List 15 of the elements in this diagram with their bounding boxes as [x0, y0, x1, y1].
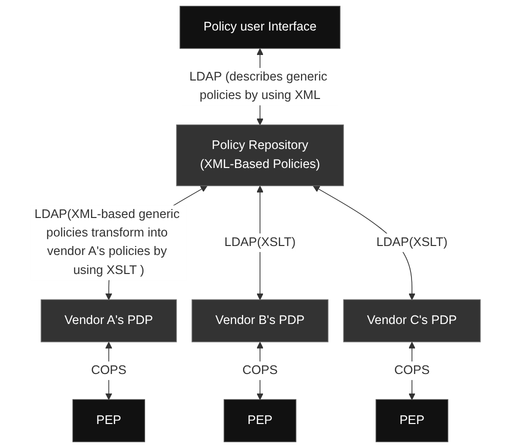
- node-box: Policy Repository (XML-Based Policies): [176, 124, 344, 186]
- edge-label: LDAP (describes generic policies by using XML: [189, 70, 328, 102]
- edge-label: COPS: [91, 364, 126, 377]
- node-box: Vendor C's PDP: [343, 299, 481, 342]
- node-box: Vendor B's PDP: [192, 299, 328, 342]
- edge-label: LDAP(XML-based generic policies transform into vendor A's policies by using XSLT ): [34, 208, 180, 278]
- edge-label: LDAP(XSLT): [224, 236, 296, 249]
- node-box: PEP: [224, 399, 296, 442]
- node-box: Policy user Interface: [180, 6, 340, 49]
- edge-label: LDAP(XSLT): [376, 236, 448, 249]
- node-box: PEP: [376, 399, 448, 442]
- edge-label: COPS: [242, 364, 278, 377]
- edge-label: COPS: [394, 364, 430, 377]
- node-box: PEP: [72, 399, 146, 442]
- node-box: Vendor A's PDP: [40, 299, 177, 342]
